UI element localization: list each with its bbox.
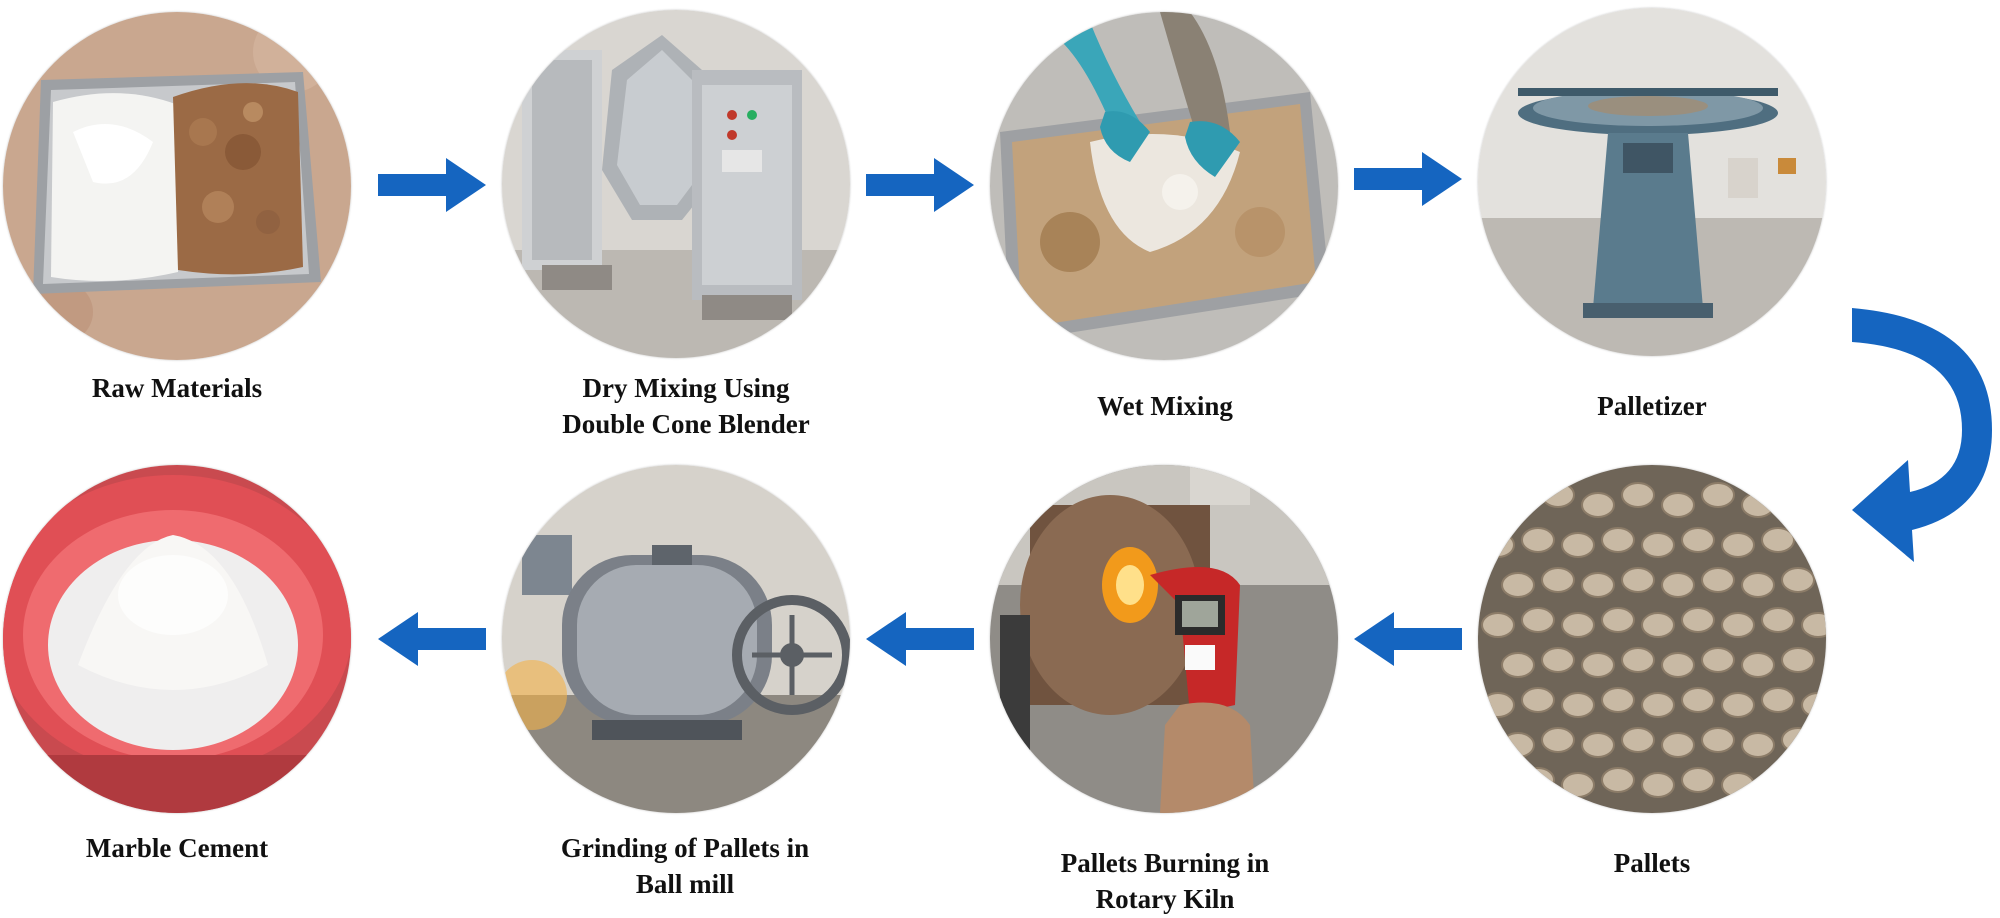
arrow-left-1 xyxy=(1354,612,1462,666)
double-cone-blender-photo xyxy=(502,10,850,358)
arrow-left-2 xyxy=(866,612,974,666)
wet-mixing-photo xyxy=(990,12,1338,360)
step-label-rotary-kiln: Pallets Burning in Rotary Kiln xyxy=(1060,848,1270,915)
arrow-right-1 xyxy=(378,158,486,212)
pallets-photo xyxy=(1478,465,1826,813)
step-label-dry-mixing: Dry Mixing Using Double Cone Blender xyxy=(562,373,810,440)
step-label-raw-materials: Raw Materials xyxy=(91,373,263,403)
step-label-ball-mill: Grinding of Pallets in Ball mill xyxy=(560,833,810,900)
step-label-marble-cement: Marble Cement xyxy=(85,833,269,863)
step-label-palletizer: Palletizer xyxy=(1597,391,1707,421)
arrow-curved-down xyxy=(1852,300,2000,562)
raw-materials-photo xyxy=(3,12,351,360)
arrow-right-2 xyxy=(866,158,974,212)
rotary-kiln-photo xyxy=(990,465,1338,813)
step-label-wet-mixing: Wet Mixing xyxy=(1097,391,1233,421)
arrow-right-3 xyxy=(1354,152,1462,206)
palletizer-photo xyxy=(1478,8,1826,356)
arrow-left-3 xyxy=(378,612,486,666)
marble-cement-photo xyxy=(3,465,351,813)
ball-mill-photo xyxy=(502,465,850,813)
step-label-pallets: Pallets xyxy=(1613,848,1691,878)
